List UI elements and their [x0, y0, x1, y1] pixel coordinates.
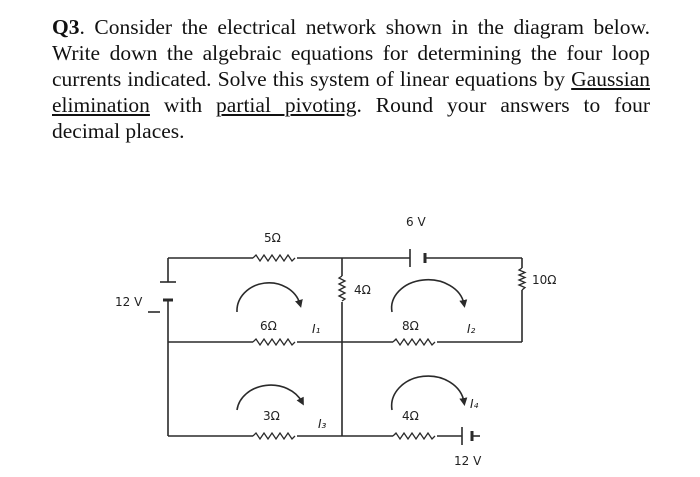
circuit-wires — [148, 257, 523, 437]
question-number: Q3 — [52, 15, 80, 39]
battery-6v — [409, 249, 427, 267]
battery-12v-left — [160, 281, 176, 302]
label-r-top-left: 5Ω — [264, 231, 281, 245]
label-src-bottom: 12 V — [454, 454, 482, 468]
question-part-1: . Consider the electrical network shown … — [52, 15, 650, 91]
battery-12v-bottom — [461, 427, 474, 445]
label-src-left: 12 V — [115, 295, 143, 309]
loop-arrow-i3 — [236, 384, 304, 411]
resistor-5-ohm — [252, 253, 296, 263]
label-r-mid-left: 6Ω — [260, 319, 277, 333]
label-r-bottom-right: 4Ω — [402, 409, 419, 423]
label-r-middle-vertical: 4Ω — [354, 283, 371, 297]
label-src-top: 6 V — [406, 215, 426, 229]
question-text: Q3. Consider the electrical network show… — [52, 14, 650, 144]
resistor-10-ohm — [517, 267, 527, 291]
loop-arrow-i1 — [236, 282, 303, 313]
label-r-right-vertical: 10Ω — [532, 273, 556, 287]
label-r-mid-right: 8Ω — [402, 319, 419, 333]
loop-arrow-i2 — [390, 278, 468, 313]
resistor-6-ohm — [252, 337, 296, 347]
label-i2: I₂ — [467, 322, 476, 336]
resistor-4-ohm-vertical — [337, 275, 347, 302]
resistor-4-ohm-bottom — [392, 431, 436, 441]
resistor-3-ohm — [252, 431, 296, 441]
label-i1: I₁ — [312, 322, 321, 336]
partial-pivoting-term: partial pivoting — [216, 93, 357, 117]
question-part-3: . Round your answers to four decimal pla… — [52, 93, 650, 143]
question-part-2: with — [149, 93, 216, 117]
label-i4: I₄ — [470, 397, 479, 411]
label-r-bottom-left: 3Ω — [263, 409, 280, 423]
gaussian-elimination-term: Gaussian elimination — [52, 67, 650, 117]
label-i3: I₃ — [318, 417, 327, 431]
resistor-8-ohm — [392, 337, 436, 347]
loop-arrow-i4 — [390, 375, 468, 411]
